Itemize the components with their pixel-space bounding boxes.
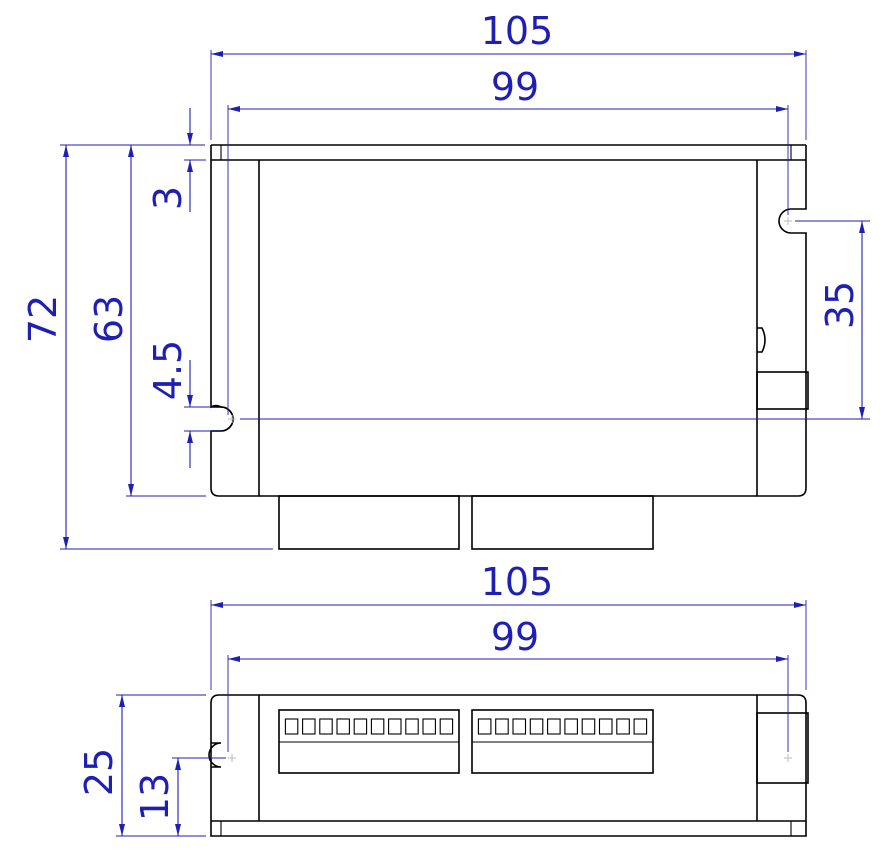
terminal-pin bbox=[616, 718, 630, 735]
terminal-pin bbox=[439, 718, 454, 735]
terminal-pin bbox=[581, 718, 596, 735]
dimension-13: 13 bbox=[133, 757, 226, 836]
terminal-pin bbox=[370, 718, 385, 735]
dimension-label-99-top: 99 bbox=[491, 65, 539, 109]
terminal-pin bbox=[547, 718, 561, 735]
dimension-label-105-side: 105 bbox=[481, 560, 554, 604]
terminal-pin bbox=[529, 718, 544, 735]
dimension-label-13: 13 bbox=[133, 773, 177, 821]
terminal-pin bbox=[512, 718, 527, 735]
side-view: 105 99 25 13 bbox=[77, 560, 809, 837]
dimension-label-3: 3 bbox=[146, 186, 190, 210]
dimension-label-4-5: 4.5 bbox=[146, 340, 190, 400]
dimension-99-side: 99 bbox=[227, 615, 789, 752]
terminal-block-left bbox=[278, 709, 460, 774]
top-view-body-outline bbox=[210, 144, 809, 497]
dimension-label-105-top: 105 bbox=[481, 9, 554, 53]
terminal-pin bbox=[284, 718, 299, 735]
side-view-hole-center-marks bbox=[228, 754, 792, 762]
terminal-pin bbox=[422, 718, 436, 735]
terminal-pin bbox=[405, 718, 419, 735]
dimension-label-25: 25 bbox=[77, 748, 121, 796]
dimension-72: 72 bbox=[21, 144, 273, 550]
dimension-25: 25 bbox=[77, 694, 206, 837]
terminal-pin bbox=[336, 718, 350, 735]
dimension-label-35: 35 bbox=[818, 281, 862, 329]
dimension-label-72: 72 bbox=[21, 295, 65, 343]
dimension-3: 3 bbox=[146, 108, 206, 212]
dimension-label-99-side: 99 bbox=[491, 615, 539, 659]
dimension-label-63: 63 bbox=[87, 295, 131, 343]
top-view-connector-left bbox=[278, 495, 460, 550]
terminal-pin bbox=[564, 718, 578, 735]
dimension-99-top: 99 bbox=[227, 65, 789, 415]
terminal-block-right bbox=[471, 709, 654, 774]
dimension-35: 35 bbox=[240, 220, 870, 420]
terminal-pin bbox=[633, 718, 648, 735]
top-view-hole-center-marks bbox=[228, 217, 792, 423]
terminal-pin bbox=[598, 718, 613, 735]
dimension-63: 63 bbox=[87, 145, 206, 497]
terminal-pin bbox=[302, 718, 316, 735]
dimension-105-top: 105 bbox=[210, 9, 807, 140]
side-view-body-outline bbox=[208, 694, 809, 837]
terminal-pin bbox=[477, 718, 492, 735]
top-view: 105 99 72 63 3 bbox=[21, 9, 870, 550]
dimension-105-side: 105 bbox=[210, 560, 807, 690]
terminal-pin bbox=[495, 718, 509, 735]
top-view-connector-right bbox=[471, 495, 654, 550]
terminal-pin bbox=[353, 718, 368, 735]
dimension-4-5: 4.5 bbox=[146, 340, 222, 468]
terminal-pin bbox=[319, 718, 333, 735]
terminal-pin bbox=[388, 718, 402, 735]
